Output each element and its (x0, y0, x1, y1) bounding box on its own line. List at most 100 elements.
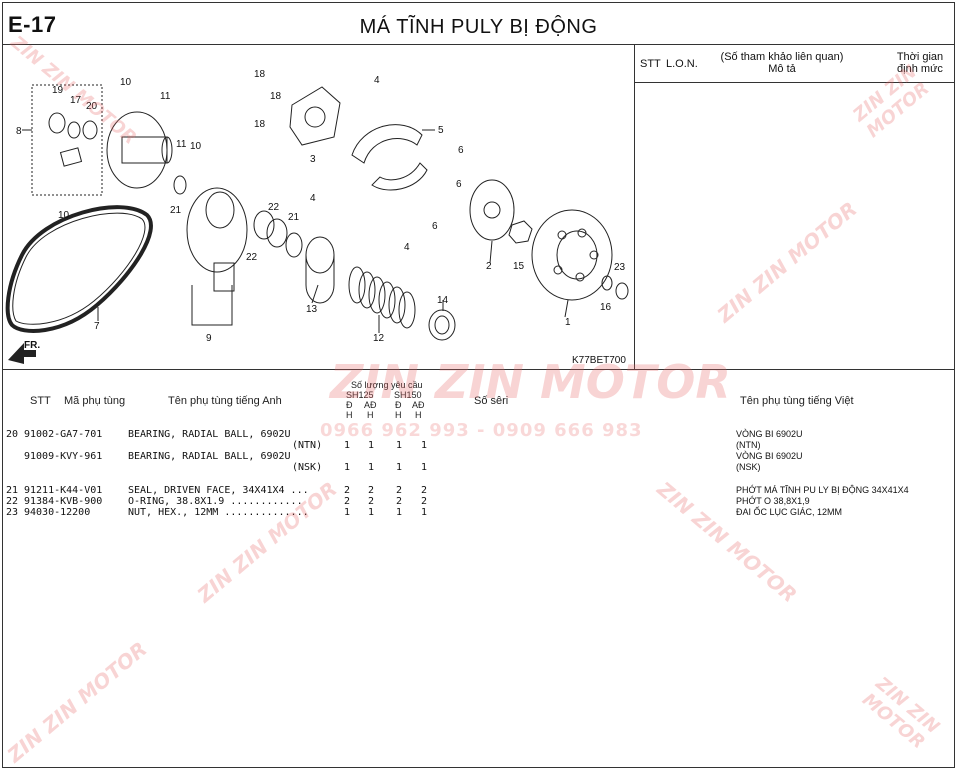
row-part-no: 94030-12200 (24, 507, 91, 518)
callout-8: 8 (16, 126, 22, 137)
row-qty-1: 1 (344, 462, 351, 473)
row-stt: 21 (6, 485, 19, 496)
table-row: 20 91002-GA7-701 BEARING, RADIAL BALL, 6… (2, 429, 955, 440)
row-part-no: 91009-KVY-961 (24, 451, 103, 462)
callout-4a: 4 (374, 75, 380, 86)
row-name-en: NUT, HEX., 12MM .............. (128, 507, 309, 518)
row-qty-2: 1 (368, 507, 375, 518)
callout-11a: 11 (160, 91, 171, 102)
col-header-stt: STT (30, 395, 51, 407)
row-name-vn: VÒNG BI 6902U (736, 451, 803, 461)
col-header-serial: Số sêri (474, 395, 509, 407)
ref-col-description: Mô tả (768, 63, 796, 75)
callout-1: 1 (565, 317, 571, 328)
callout-11b: 11 (176, 139, 187, 150)
callout-14: 14 (437, 295, 449, 306)
row-sub: (NTN) (292, 440, 323, 451)
callout-7: 7 (94, 321, 100, 332)
callout-17: 17 (70, 95, 82, 106)
row-part-no: 91002-GA7-701 (24, 429, 103, 440)
row-qty-3: 2 (396, 485, 403, 496)
front-direction-arrow-icon (8, 343, 36, 364)
callout-9: 9 (206, 333, 212, 344)
row-qty-3: 1 (396, 507, 403, 518)
table-row: (NSK) 1 1 1 1 (NSK) (2, 462, 955, 473)
row-qty-3: 2 (396, 496, 403, 507)
callout-13: 13 (306, 304, 318, 315)
col-header-model-a: SH125 (346, 390, 374, 400)
row-name-vn: (NTN) (736, 440, 761, 450)
row-stt: 20 (6, 429, 19, 440)
callout-19: 19 (52, 85, 64, 96)
col-header-model-b: SH150 (394, 390, 422, 400)
row-qty-4: 1 (421, 440, 428, 451)
row-name-en: BEARING, RADIAL BALL, 6902U (128, 429, 291, 440)
callout-2: 2 (486, 261, 492, 272)
row-qty-4: 1 (421, 507, 428, 518)
row-qty-2: 1 (368, 462, 375, 473)
table-row: 21 91211-K44-V01 SEAL, DRIVEN FACE, 34X4… (2, 485, 955, 496)
callout-21b: 21 (288, 212, 300, 223)
table-row: (NTN) 1 1 1 1 (NTN) (2, 440, 955, 451)
ref-col-time-standard: định mức (897, 63, 943, 75)
col-header-sub-2: AĐ (364, 400, 377, 410)
row-qty-4: 1 (421, 462, 428, 473)
page-title: MÁ TĨNH PULY BỊ ĐỘNG (359, 16, 598, 38)
callout-5: 5 (438, 125, 444, 136)
row-name-vn: (NSK) (736, 462, 761, 472)
row-qty-2: 1 (368, 440, 375, 451)
col-header-name-en: Tên phụ tùng tiếng Anh (168, 395, 282, 407)
callout-4c: 4 (404, 242, 410, 253)
callout-12: 12 (373, 333, 385, 344)
row-qty-1: 1 (344, 440, 351, 451)
callout-15: 15 (513, 261, 525, 272)
col-header-name-vn: Tên phụ tùng tiếng Việt (740, 395, 854, 407)
ref-col-lon: L.O.N. (666, 58, 698, 70)
reference-panel-header: STT L.O.N. (Số tham khảo liên quan) Mô t… (635, 45, 955, 83)
row-qty-1: 1 (344, 507, 351, 518)
row-name-vn: PHỚT O 38,8X1,9 (736, 496, 810, 506)
parts-table: STT Mã phụ tùng Tên phụ tùng tiếng Anh S… (2, 370, 955, 768)
col-header-part-no: Mã phụ tùng (64, 395, 126, 407)
col-header-sub-4b: H (415, 410, 422, 420)
row-stt: 23 (6, 507, 19, 518)
row-qty-1: 2 (344, 496, 351, 507)
row-name-en: BEARING, RADIAL BALL, 6902U (128, 451, 291, 462)
figure-code: K77BET700 (572, 355, 626, 366)
row-qty-2: 2 (368, 485, 375, 496)
callout-6c: 6 (432, 221, 438, 232)
callout-18a: 18 (254, 69, 266, 80)
callout-22b: 22 (246, 252, 258, 263)
table-row: 91009-KVY-961 BEARING, RADIAL BALL, 6902… (2, 451, 955, 462)
col-header-sub-1b: H (346, 410, 353, 420)
ref-col-stt: STT (640, 58, 661, 70)
ref-col-reference: (Số tham khảo liên quan) (720, 51, 844, 63)
parts-diagram: FR. K77BET700 1 2 3 4 4 4 5 6 6 6 7 8 9 … (2, 45, 635, 370)
reference-panel: STT L.O.N. (Số tham khảo liên quan) Mô t… (635, 45, 955, 370)
row-name-vn: VÒNG BI 6902U (736, 429, 803, 439)
row-sub: (NSK) (292, 462, 323, 473)
callout-10a: 10 (120, 77, 132, 88)
direction-label: FR. (24, 340, 40, 351)
title-bar: E-17 MÁ TĨNH PULY BỊ ĐỘNG (2, 2, 955, 45)
row-qty-4: 2 (421, 485, 428, 496)
row-name-en: O-RING, 38.8X1.9 ............ (128, 496, 303, 507)
callout-20: 20 (86, 101, 98, 112)
col-header-sub-3b: H (395, 410, 402, 420)
row-stt: 22 (6, 496, 19, 507)
row-qty-1: 2 (344, 485, 351, 496)
col-header-qty: Số lượng yêu cầu (351, 380, 423, 390)
table-row: 23 94030-12200 NUT, HEX., 12MM .........… (2, 507, 955, 518)
page-code: E-17 (8, 12, 57, 37)
table-row: 22 91384-KVB-900 O-RING, 38.8X1.9 ......… (2, 496, 955, 507)
callout-22a: 22 (268, 202, 280, 213)
col-header-sub-1: Đ (346, 400, 353, 410)
callout-21a: 21 (170, 205, 182, 216)
exploded-view-drawing: FR. K77BET700 1 2 3 4 4 4 5 6 6 6 7 8 9 … (5, 69, 629, 366)
col-header-sub-3: Đ (395, 400, 402, 410)
row-qty-4: 2 (421, 496, 428, 507)
callout-10b: 10 (190, 141, 202, 152)
row-part-no: 91384-KVB-900 (24, 496, 103, 507)
callout-6b: 6 (456, 179, 462, 190)
